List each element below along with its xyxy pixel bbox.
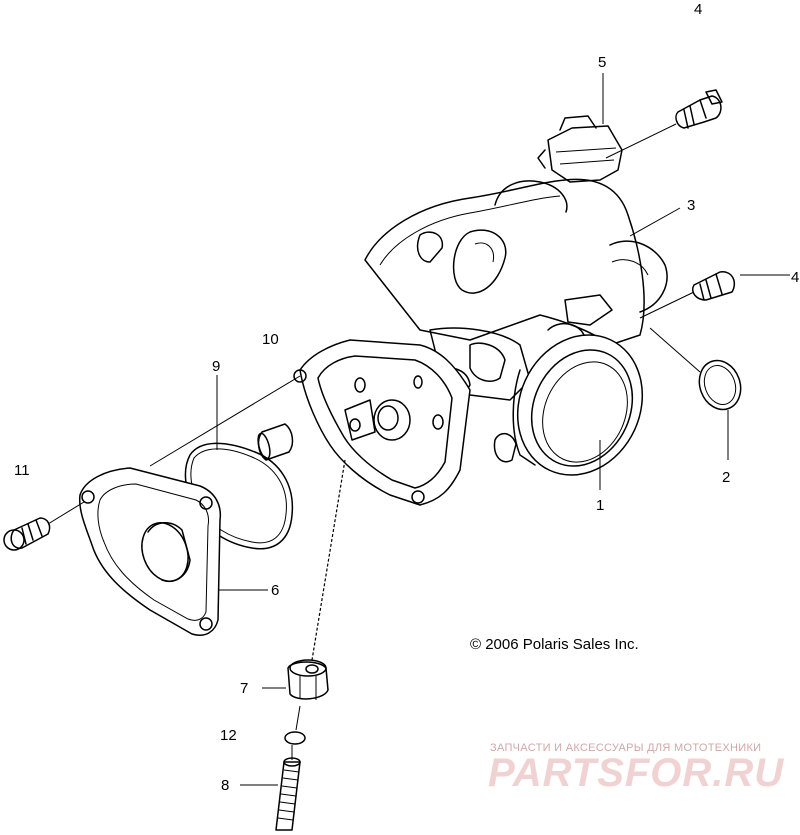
callout-labels: 4 5 3 4 10 9 2 1 11 6 7 12 8	[14, 1, 799, 794]
callout-1: 1	[596, 497, 604, 514]
throttle-body	[257, 115, 668, 506]
watermark-tagline: ЗАПЧАСТИ И АКСЕССУАРЫ ДЛЯ МОТОТЕХНИКИ	[490, 742, 761, 754]
o-ring-small	[284, 731, 306, 745]
callout-2: 2	[722, 469, 730, 486]
watermark: ЗАПЧАСТИ И АКСЕССУАРЫ ДЛЯ МОТОТЕХНИКИ PA…	[488, 742, 784, 795]
callout-12: 12	[220, 727, 237, 744]
copyright-text: © 2006 Polaris Sales Inc.	[470, 636, 639, 653]
screw-left	[3, 501, 85, 551]
nut	[287, 659, 329, 700]
bolt-right	[639, 271, 736, 319]
o-ring-right	[649, 327, 742, 411]
callout-3: 3	[687, 197, 695, 214]
callout-10: 10	[262, 331, 279, 348]
adjust-screw	[275, 757, 301, 831]
callout-5: 5	[598, 54, 606, 71]
callout-8: 8	[221, 777, 229, 794]
watermark-brand: PARTSFOR.RU	[488, 751, 784, 795]
callout-4-top: 4	[694, 1, 702, 18]
bolt-top-right	[605, 89, 723, 159]
callout-4-right: 4	[791, 269, 799, 286]
callout-6: 6	[271, 582, 279, 599]
cover-plate	[78, 467, 222, 636]
assembly-lines	[149, 375, 346, 760]
callout-7: 7	[240, 680, 248, 697]
leader-lines	[216, 73, 790, 786]
callout-11: 11	[14, 462, 30, 479]
callout-9: 9	[212, 358, 220, 375]
